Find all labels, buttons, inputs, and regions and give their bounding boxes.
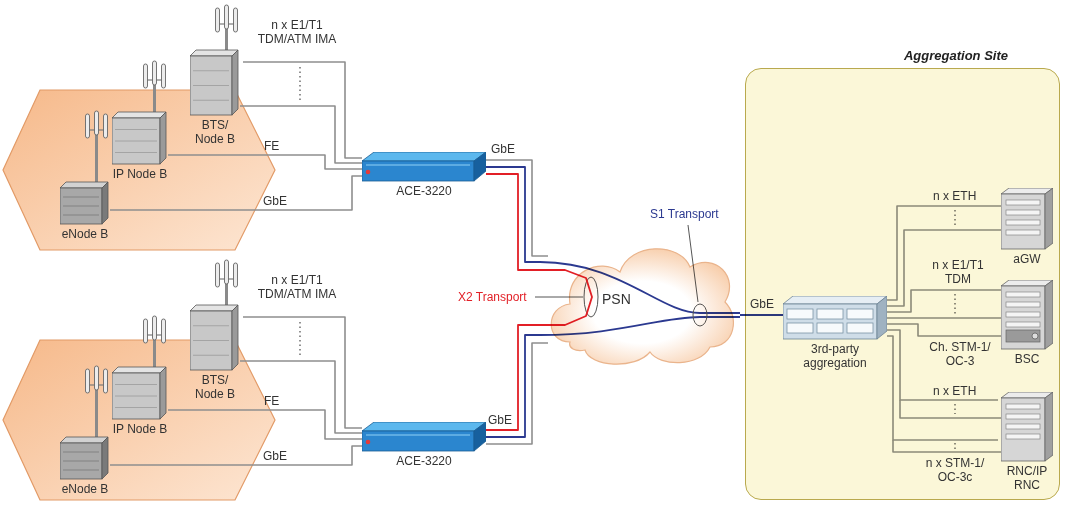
device-label: BTS/ Node B	[187, 373, 243, 401]
enb-icon	[60, 110, 110, 225]
continuation-dots	[299, 67, 301, 101]
link-label-box: n x ETH	[933, 189, 976, 203]
continuation-dots	[299, 322, 301, 356]
bts-icon	[190, 4, 240, 116]
device-label: BTS/ Node B	[187, 118, 243, 146]
ip-node-b: IP Node B	[112, 315, 168, 436]
server: BSC	[1001, 280, 1053, 366]
srv-icon	[1001, 392, 1053, 462]
link-label-box: n x E1/T1 TDM/ATM IMA	[252, 273, 342, 301]
link-label: GbE	[488, 413, 512, 427]
link-label: GbE	[491, 142, 515, 156]
gbe-link	[486, 343, 548, 444]
link-label-box: n x E1/T1 TDM	[922, 258, 994, 286]
bts-icon	[190, 259, 240, 371]
link-label: Ch. STM-1/ OC-3	[923, 340, 997, 368]
link-label: GbE	[263, 449, 287, 463]
device-label: aGW	[1013, 252, 1040, 266]
link-label: n x E1/T1 TDM/ATM IMA	[252, 18, 342, 46]
bts-node-b: BTS/ Node B	[187, 259, 243, 401]
link-label-box: n x STM-1/ OC-3c	[917, 456, 993, 484]
device-label: 3rd-party aggregation	[793, 342, 877, 370]
x2-label: X2 Transport	[458, 290, 527, 304]
cell-site-hexagon	[3, 90, 275, 250]
enode-b: eNode B	[60, 110, 110, 241]
link-label-box: Ch. STM-1/ OC-3	[923, 340, 997, 368]
link-label-box: GbE	[488, 413, 512, 427]
device-label: BSC	[1015, 352, 1040, 366]
device-label: ACE-3220	[396, 454, 451, 468]
aggregation-device: 3rd-party aggregation	[783, 296, 887, 370]
enb-icon	[60, 365, 110, 480]
link-label: n x E1/T1 TDM	[922, 258, 994, 286]
link-label: n x ETH	[933, 384, 976, 398]
link-label: FE	[264, 139, 279, 153]
link-line	[486, 167, 540, 262]
ace-icon	[362, 152, 486, 182]
link-label-box: FE	[264, 139, 279, 153]
link-line	[168, 410, 362, 439]
device-label: eNode B	[62, 482, 109, 496]
ipnb-icon	[112, 60, 168, 165]
aggregation-site: Aggregation Site3rd-party aggregationaGW…	[745, 68, 1060, 500]
device-label: IP Node B	[113, 167, 167, 181]
link-label-box: n x ETH	[933, 384, 976, 398]
link-line	[110, 446, 362, 465]
psn-cloud: PSN	[540, 232, 740, 372]
link-line	[110, 176, 362, 210]
srv-icon	[1001, 188, 1053, 250]
link-label-box: GbE	[491, 142, 515, 156]
callout-box: X2 Transport	[458, 290, 527, 304]
link-label: n x ETH	[933, 189, 976, 203]
s1-label: S1 Transport	[650, 207, 719, 221]
cloud-outline	[540, 232, 740, 372]
server: aGW	[1001, 188, 1053, 266]
callout-box: S1 Transport	[650, 207, 719, 221]
link-label: GbE	[263, 194, 287, 208]
cloud-label: PSN	[602, 292, 631, 306]
e1-link	[240, 361, 362, 433]
ace-device: ACE-3220	[362, 152, 486, 198]
link-label-box: FE	[264, 394, 279, 408]
bts-node-b: BTS/ Node B	[187, 4, 243, 146]
enode-b: eNode B	[60, 365, 110, 496]
link-label: FE	[264, 394, 279, 408]
link-label: GbE	[750, 297, 774, 311]
server: RNC/IP RNC	[998, 392, 1056, 492]
link-line	[243, 62, 362, 158]
device-label: ACE-3220	[396, 184, 451, 198]
device-label: eNode B	[62, 227, 109, 241]
link-label: n x E1/T1 TDM/ATM IMA	[252, 273, 342, 301]
ip-node-b: IP Node B	[112, 60, 168, 181]
device-label: IP Node B	[113, 422, 167, 436]
link-line	[168, 155, 362, 169]
agg-icon	[783, 296, 887, 340]
link-label-box: GbE	[263, 194, 287, 208]
link-label-box: GbE	[750, 297, 774, 311]
ace-device: ACE-3220	[362, 422, 486, 468]
site-heading: Aggregation Site	[904, 49, 1008, 63]
device-label: RNC/IP RNC	[998, 464, 1056, 492]
link-line	[486, 335, 540, 437]
ace-icon	[362, 422, 486, 452]
link-label: n x STM-1/ OC-3c	[917, 456, 993, 484]
ipnb-icon	[112, 315, 168, 420]
link-line	[243, 317, 362, 428]
link-label-box: GbE	[263, 449, 287, 463]
link-label-box: n x E1/T1 TDM/ATM IMA	[252, 18, 342, 46]
bsc-icon	[1001, 280, 1053, 350]
